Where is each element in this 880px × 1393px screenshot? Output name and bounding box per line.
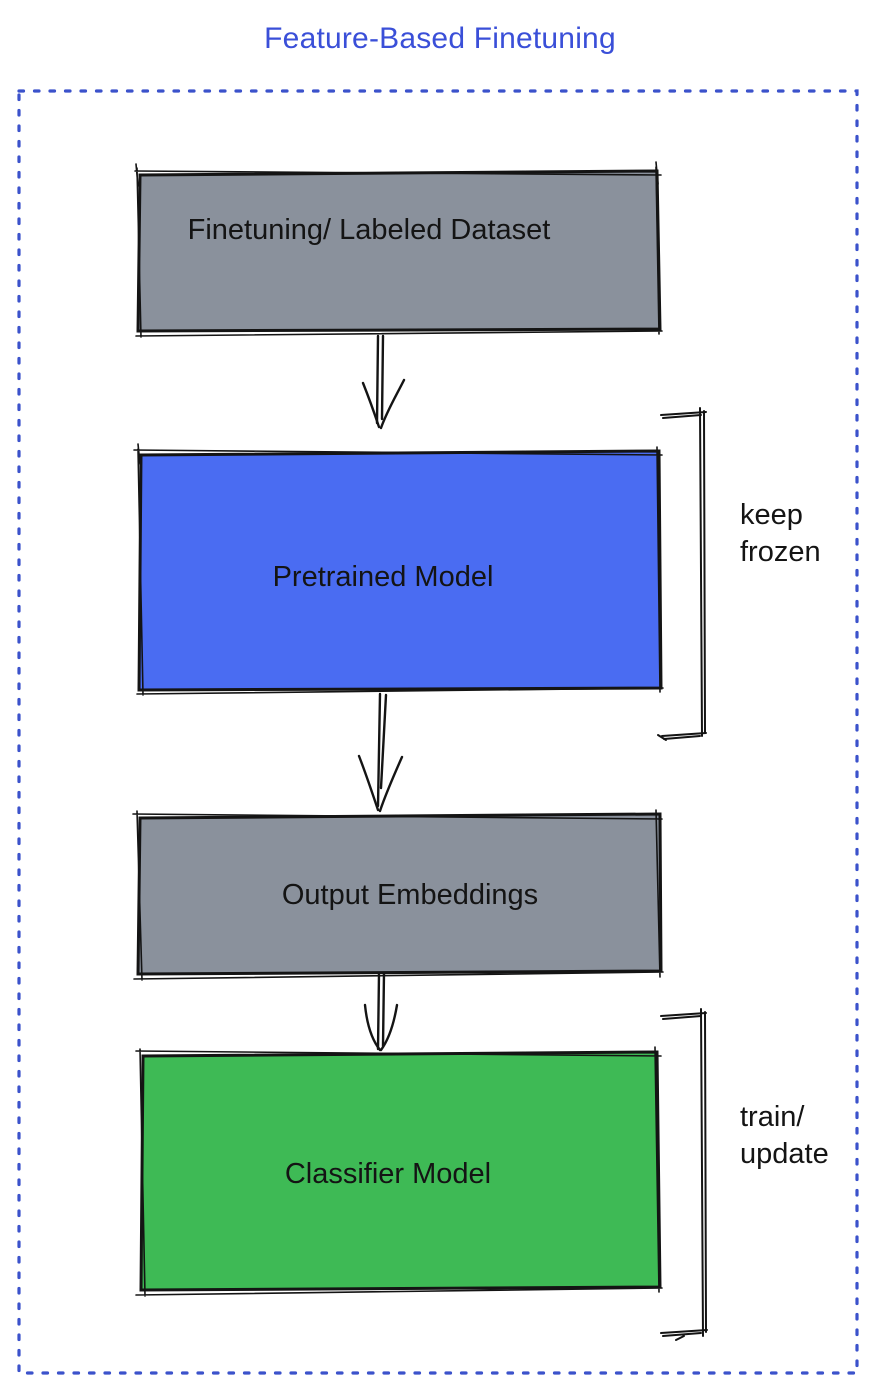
node-label-text: Pretrained Model: [272, 560, 494, 593]
annotation-line: keep: [740, 499, 803, 531]
node-label-text: Classifier Model: [284, 1158, 492, 1190]
annotation-line: update: [740, 1138, 829, 1170]
annotation-train-update: train/ update: [740, 1099, 829, 1173]
dashed-frame: [17, 89, 859, 1375]
node-label-text: Output Embeddings: [281, 878, 539, 911]
node-label-output-embeddings: Output Embeddings: [148, 815, 672, 975]
box-fill-classifier-model: [139, 1050, 662, 1292]
box-fill-output-embeddings: [136, 812, 663, 976]
annotation-keep-frozen: keep frozen: [740, 497, 821, 571]
box-sketch-stroke: [134, 161, 663, 338]
diagram-title: Feature-Based Finetuning: [264, 22, 616, 55]
node-label-pretrained-model: Pretrained Model: [121, 458, 645, 696]
node-pretrained-model-box: [133, 443, 664, 696]
annotation-line: frozen: [740, 536, 821, 568]
arrow-dataset-to-pretrained: [361, 334, 406, 430]
node-classifier-model-box: [135, 1046, 663, 1297]
box-sketch-stroke: [135, 1046, 663, 1297]
arrow-embeddings-to-classifier: [363, 971, 399, 1052]
node-label-finetuning-dataset: Finetuning/ Labeled Dataset: [108, 150, 630, 310]
box-fill-finetuning-dataset: [136, 169, 662, 333]
annotation-line: train/: [740, 1101, 805, 1133]
node-label-text: Finetuning/ Labeled Dataset: [187, 213, 551, 246]
box-sketch-stroke: [132, 809, 664, 981]
node-label-classifier-model: Classifier Model: [128, 1056, 648, 1293]
arrow-pretrained-to-embeddings: [357, 692, 404, 813]
bracket-keep-frozen: [657, 407, 707, 741]
node-output-embeddings-box: [132, 809, 664, 981]
bracket-train-update: [660, 1008, 708, 1341]
node-finetuning-dataset-box: [134, 161, 663, 338]
box-sketch-stroke: [133, 443, 664, 696]
